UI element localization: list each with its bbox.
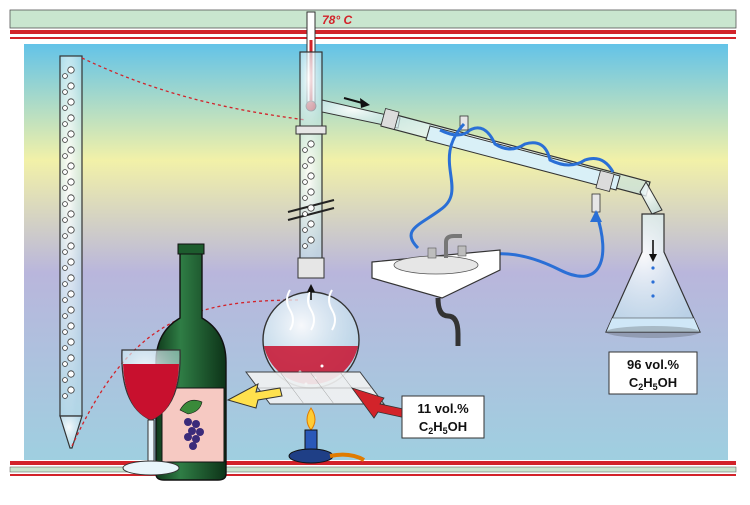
column-bubble <box>67 258 75 266</box>
column-bubble <box>62 233 68 239</box>
column-bubble <box>67 114 75 122</box>
column-bubble <box>62 217 68 223</box>
column-bubble <box>62 153 68 159</box>
column-bubble <box>67 98 75 106</box>
column-bubble <box>302 243 308 249</box>
flask-formula: C2H5OH <box>419 419 467 436</box>
column-bubble <box>67 354 75 362</box>
column-bubble <box>67 66 75 74</box>
column-bubble <box>302 195 308 201</box>
distillation-column <box>287 51 335 261</box>
column-bubble <box>62 265 68 271</box>
column-bubble <box>62 105 68 111</box>
column-bubble <box>307 204 315 212</box>
column-bubble <box>62 137 68 143</box>
column-bubble <box>67 370 75 378</box>
column-bubble <box>67 194 75 202</box>
column-bubble <box>67 322 75 330</box>
column-bubble <box>62 393 68 399</box>
column-bubble <box>62 313 68 319</box>
column-bubble <box>307 172 315 180</box>
receiver-concentration-label: 96 vol.% C2H5OH <box>608 351 698 395</box>
receiver-vol-text: 96 vol.% <box>627 357 679 372</box>
column-bubble <box>302 211 308 217</box>
wine-glass <box>121 349 181 476</box>
column-bubble <box>62 297 68 303</box>
column-bubble <box>302 179 308 185</box>
vapor-direction-arrow <box>343 97 370 108</box>
detail-connector-top <box>81 57 307 121</box>
water-in-arrow <box>590 210 602 222</box>
bottom-rail <box>9 461 737 476</box>
flask-vol-text: 11 vol.% <box>417 401 469 416</box>
column-bubble <box>62 345 68 351</box>
bunsen-burner <box>288 407 365 464</box>
column-bubble <box>67 242 75 250</box>
heat-arrow <box>226 383 283 409</box>
water-hose-out <box>409 122 466 250</box>
column-bubble <box>307 156 315 164</box>
column-bubble <box>67 290 75 298</box>
column-bubble <box>62 281 68 287</box>
column-bubble <box>62 329 68 335</box>
column-bubble <box>67 306 75 314</box>
column-bubble <box>302 227 308 233</box>
column-bubble <box>62 361 68 367</box>
column-bubble <box>67 210 75 218</box>
column-bubble <box>307 236 315 244</box>
column-bubble <box>62 201 68 207</box>
grape-icon <box>179 399 204 450</box>
fractionating-column-detail <box>59 55 83 449</box>
column-bubble <box>67 178 75 186</box>
column-bubble <box>302 147 308 153</box>
thermometer-reading: 78° C <box>322 13 352 27</box>
column-bubble <box>67 82 75 90</box>
top-rail <box>9 9 737 39</box>
column-bubble <box>67 386 75 394</box>
receiving-flask <box>605 213 701 338</box>
condenser <box>380 108 663 215</box>
detail-connector-bottom <box>71 299 301 447</box>
flask-concentration-label: 11 vol.% C2H5OH <box>401 395 485 439</box>
sink <box>371 234 501 346</box>
column-bubble <box>67 338 75 346</box>
column-bubble <box>67 162 75 170</box>
column-bubble <box>67 274 75 282</box>
receiver-formula: C2H5OH <box>629 375 677 392</box>
column-bubble <box>67 226 75 234</box>
column-bubble <box>62 73 68 79</box>
column-bubble <box>62 121 68 127</box>
column-bubble <box>62 185 68 191</box>
column-bubble <box>307 188 315 196</box>
wine-bottle <box>155 243 227 481</box>
column-bubble <box>62 249 68 255</box>
column-bubble <box>62 169 68 175</box>
column-bubble <box>67 146 75 154</box>
column-bubble <box>307 140 315 148</box>
column-bubble <box>62 89 68 95</box>
column-bubble <box>307 220 315 228</box>
column-bubble <box>302 163 308 169</box>
column-bubble <box>62 377 68 383</box>
column-bubble <box>67 130 75 138</box>
